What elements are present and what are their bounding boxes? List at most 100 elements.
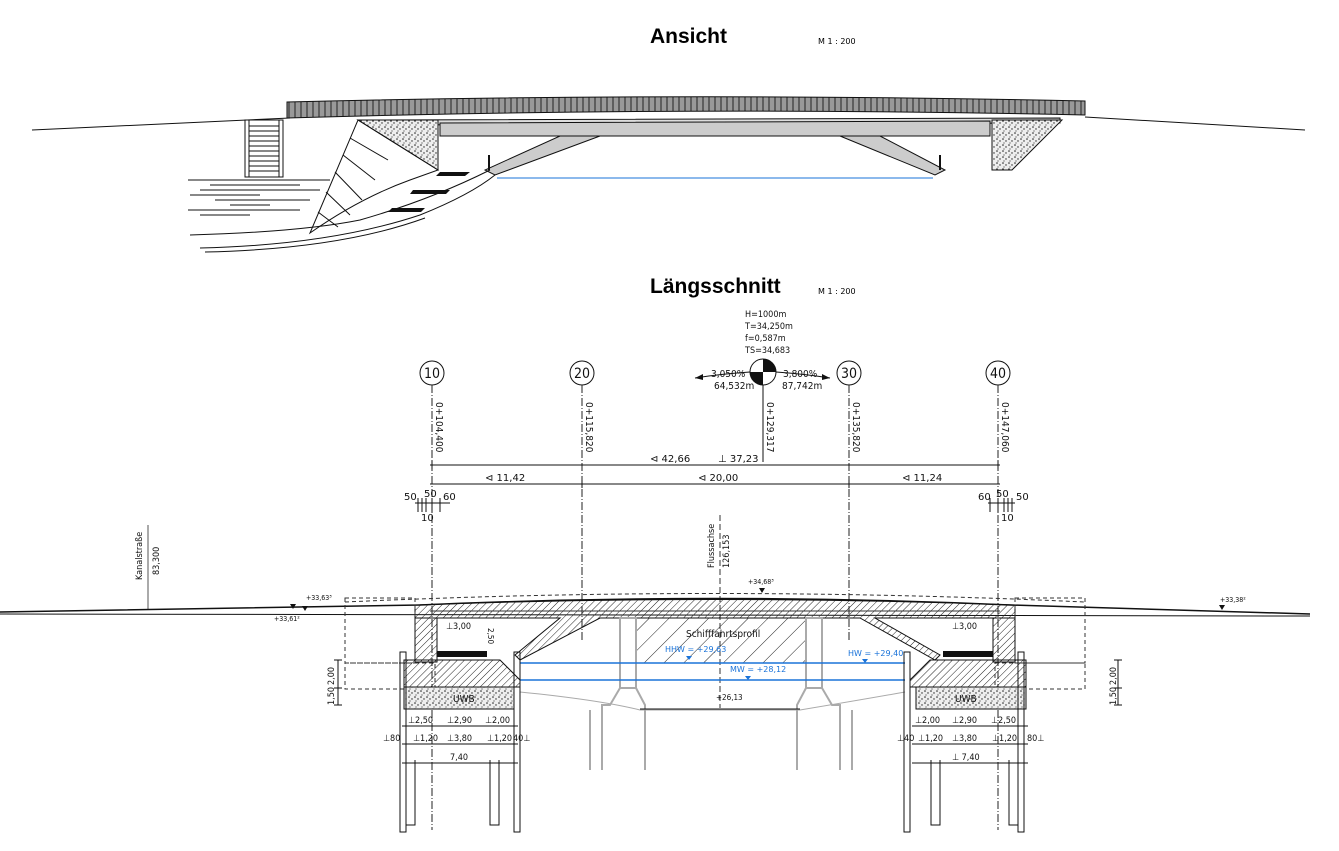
navigation-clearance xyxy=(635,617,807,664)
svg-text:40⊥: 40⊥ xyxy=(513,734,530,744)
stairs xyxy=(244,119,284,178)
svg-text:10: 10 xyxy=(421,513,434,524)
slope-paving xyxy=(308,119,440,235)
svg-text:60: 60 xyxy=(978,492,991,503)
pier-left xyxy=(589,617,646,770)
level-right: +33,38² xyxy=(1220,596,1246,604)
level-left-bottom: +33,61² xyxy=(274,615,300,623)
riverbed xyxy=(519,691,906,711)
level-crown: +34,68³ xyxy=(748,578,774,586)
svg-text:⊥3,00: ⊥3,00 xyxy=(446,622,471,632)
svg-text:Flussachse: Flussachse xyxy=(707,524,717,568)
svg-text:50: 50 xyxy=(1016,492,1029,503)
level-left-top: +33,63³ xyxy=(306,594,332,602)
axis-20: 20 0+115,820 xyxy=(569,360,595,640)
left-grade-length: 64,532m xyxy=(714,381,754,392)
pier-right xyxy=(796,617,853,770)
ground-line-right xyxy=(1084,116,1306,131)
strut-left xyxy=(483,135,601,176)
svg-text:126,153: 126,153 xyxy=(722,535,732,568)
svg-text:2,00: 2,00 xyxy=(1109,667,1119,685)
svg-text:⊥2,50: ⊥2,50 xyxy=(991,716,1016,726)
curve-radius: H=1000m xyxy=(745,310,786,320)
riverbed-level: +26,13 xyxy=(716,693,743,702)
axis-station: 0+135,820 xyxy=(850,402,861,453)
svg-text:⊥2,50: ⊥2,50 xyxy=(408,716,433,726)
curve-sag: f=0,587m xyxy=(745,334,786,344)
svg-text:50: 50 xyxy=(424,489,437,500)
axis-10: 10 0+104,400 xyxy=(419,360,445,830)
svg-text:60: 60 xyxy=(443,492,456,503)
svg-text:50: 50 xyxy=(404,492,417,503)
svg-text:⊥1,20: ⊥1,20 xyxy=(992,734,1017,744)
svg-text:⊥ 37,23: ⊥ 37,23 xyxy=(718,454,759,465)
left-grade: 3,050% xyxy=(711,369,746,380)
strut-right xyxy=(839,135,947,176)
svg-text:⊥ 7,40: ⊥ 7,40 xyxy=(952,753,980,763)
svg-text:⊲ 42,66: ⊲ 42,66 xyxy=(650,454,690,465)
svg-text:⊥80: ⊥80 xyxy=(383,734,400,744)
right-grade-length: 87,742m xyxy=(782,381,822,392)
svg-text:30: 30 xyxy=(841,366,857,382)
dimension-chain: ⊲ 42,66 ⊥ 37,23 ⊲ 11,42 ⊲ 20,00 ⊲ 11,24 … xyxy=(404,454,1029,524)
vertex-station: 0+129,317 xyxy=(764,402,775,452)
svg-text:⊥2,90: ⊥2,90 xyxy=(952,716,977,726)
gradient-line xyxy=(344,593,1086,603)
svg-text:⊥1,20: ⊥1,20 xyxy=(413,734,438,744)
svg-text:1,50: 1,50 xyxy=(1109,687,1119,705)
abutment-right xyxy=(991,119,1064,171)
svg-text:⊥3,00: ⊥3,00 xyxy=(952,622,977,632)
abutment-right-section: UWB ⊥3,00 ⊥2,00 ⊥2,90 ⊥2,50 ⊥40 ⊥1,20 ⊥3… xyxy=(897,597,1122,833)
svg-text:83,300: 83,300 xyxy=(152,547,162,575)
railing xyxy=(286,96,1086,119)
svg-text:⊥2,90: ⊥2,90 xyxy=(447,716,472,726)
svg-text:50: 50 xyxy=(996,489,1009,500)
svg-text:⊲ 11,42: ⊲ 11,42 xyxy=(485,473,525,484)
vertical-curve-info: H=1000m T=34,250m f=0,587m TS=34,683 3,0… xyxy=(694,310,831,462)
view-scale: M 1 : 200 xyxy=(818,37,856,46)
svg-text:1,50: 1,50 xyxy=(327,687,337,705)
svg-text:2,50: 2,50 xyxy=(486,628,495,644)
road-marker: Kanalstraße 83,300 xyxy=(135,525,162,610)
svg-text:7,40: 7,40 xyxy=(450,753,468,763)
section-title: Längsschnitt xyxy=(650,275,781,298)
svg-text:20: 20 xyxy=(574,366,590,382)
curve-tangent: T=34,250m xyxy=(744,322,793,332)
axis-30: 30 0+135,820 xyxy=(836,360,862,640)
svg-text:⊥3,80: ⊥3,80 xyxy=(952,734,977,744)
svg-text:⊥2,00: ⊥2,00 xyxy=(915,716,940,726)
svg-text:80⊥: 80⊥ xyxy=(1027,734,1044,744)
axis-station: 0+104,400 xyxy=(433,402,444,453)
right-grade: 3,800% xyxy=(783,369,818,380)
axis-station: 0+115,820 xyxy=(583,402,594,453)
svg-text:⊥40: ⊥40 xyxy=(897,734,914,744)
svg-text:⊥1,20: ⊥1,20 xyxy=(487,734,512,744)
elevation-view xyxy=(31,96,1306,253)
svg-text:⊥2,00: ⊥2,00 xyxy=(485,716,510,726)
svg-text:⊲ 11,24: ⊲ 11,24 xyxy=(902,473,942,484)
svg-text:⊲ 20,00: ⊲ 20,00 xyxy=(698,473,738,484)
svg-text:2,00: 2,00 xyxy=(327,667,337,685)
svg-text:10: 10 xyxy=(424,366,440,382)
svg-text:UWB: UWB xyxy=(955,694,977,705)
svg-text:Kanalstraße: Kanalstraße xyxy=(135,532,145,580)
superstructure-section xyxy=(414,599,1016,661)
axis-40: 40 0+147,060 xyxy=(985,360,1011,830)
svg-text:10: 10 xyxy=(1001,513,1014,524)
svg-text:⊥1,20: ⊥1,20 xyxy=(918,734,943,744)
hw-label: HW = +29,40 xyxy=(848,649,903,658)
svg-text:40: 40 xyxy=(990,366,1006,382)
section-scale: M 1 : 200 xyxy=(818,287,856,296)
view-title: Ansicht xyxy=(650,25,727,48)
svg-text:UWB: UWB xyxy=(453,694,475,705)
deck-girder xyxy=(439,120,991,137)
hhw-label: HHW = +29,63 xyxy=(665,645,726,654)
axis-station: 0+147,060 xyxy=(999,402,1010,453)
abutment-left-section: UWB ⊥3,00 2,50 ⊥2,50 ⊥2,90 ⊥2,00 ⊥80 ⊥1,… xyxy=(327,597,530,833)
river-axis-marker: Flussachse 126,153 xyxy=(707,515,732,708)
mw-label: MW = +28,12 xyxy=(730,665,786,674)
navigation-clearance-label: Schifffahrtsprofil xyxy=(686,629,760,640)
svg-text:⊥3,80: ⊥3,80 xyxy=(447,734,472,744)
